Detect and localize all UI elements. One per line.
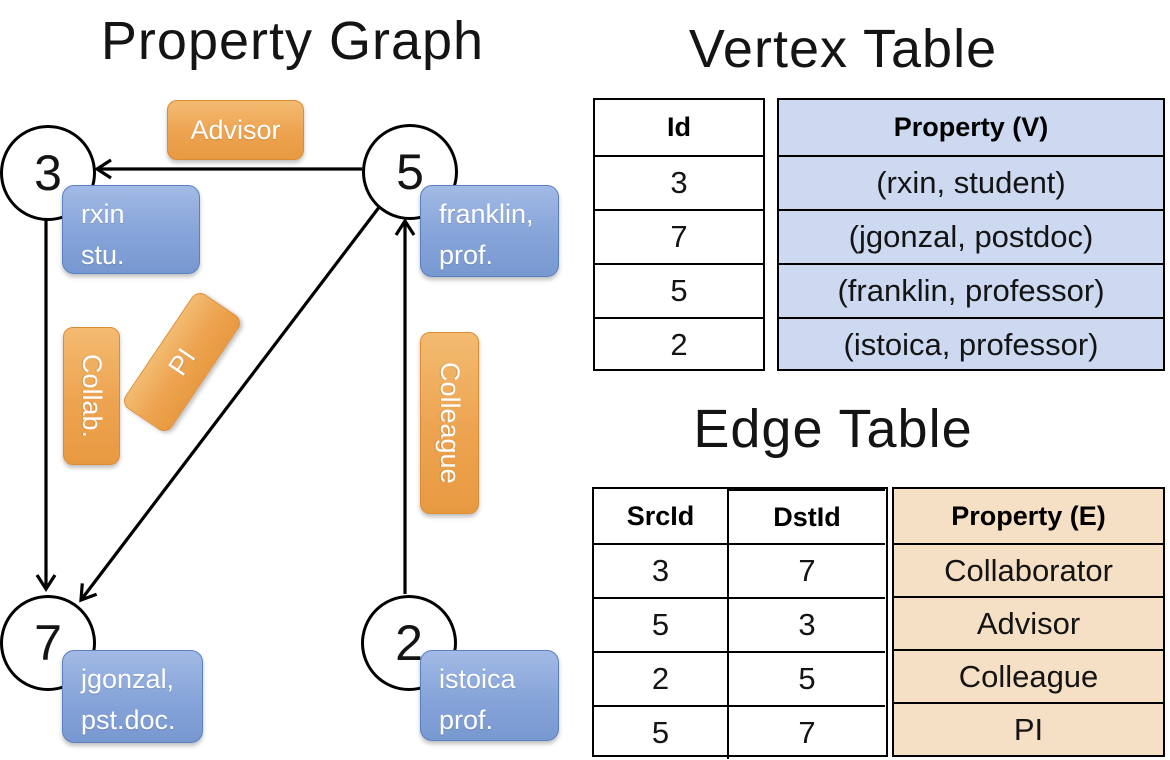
node-property-box-3: rxin stu. <box>62 185 200 274</box>
node-property-box-5: franklin, prof. <box>420 185 559 277</box>
node-id: 5 <box>396 144 424 200</box>
table-cell: Advisor <box>894 596 1163 649</box>
graph-node-3: 3 <box>0 125 96 221</box>
column-header-property-e: Property (E) <box>951 500 1106 531</box>
edge-table-title: Edge Table <box>693 399 973 459</box>
property-line: franklin, <box>439 199 534 229</box>
edge-label-pi: PI <box>120 289 244 435</box>
table-cell: 3 <box>727 597 885 651</box>
edge-label-collab: Collab. <box>63 327 120 465</box>
table-cell: PI <box>894 702 1163 755</box>
table-cell: 5 <box>595 263 763 317</box>
graph-title: Property Graph <box>100 11 485 71</box>
table-cell: 5 <box>727 651 885 705</box>
table-cell: 7 <box>727 543 885 597</box>
column-header-dstid: DstId <box>727 489 885 543</box>
edge-table-id-columns: SrcId DstId 3 7 5 3 2 5 5 7 <box>592 487 888 759</box>
column-header-id: Id <box>667 112 691 142</box>
edge-table-property-column: Property (E) Collaborator Advisor Collea… <box>892 487 1165 757</box>
table-cell: 2 <box>595 317 763 371</box>
table-cell: 7 <box>727 705 885 759</box>
table-cell: (franklin, professor) <box>779 263 1163 317</box>
table-cell: Collaborator <box>894 543 1163 596</box>
table-cell: Colleague <box>894 649 1163 702</box>
table-cell: (jgonzal, postdoc) <box>779 209 1163 263</box>
edge-label-advisor: Advisor <box>167 100 304 160</box>
property-line: istoica <box>439 664 516 694</box>
property-line: stu. <box>81 239 125 270</box>
vertex-table-property-column: Property (V) (rxin, student) (jgonzal, p… <box>777 98 1165 371</box>
table-cell: 7 <box>595 209 763 263</box>
node-property-box-2: istoica prof. <box>420 650 559 741</box>
node-id: 3 <box>34 145 62 201</box>
edge-label-colleague: Colleague <box>420 332 479 514</box>
node-property-box-7: jgonzal, pst.doc. <box>62 650 203 743</box>
table-cell: (istoica, professor) <box>779 317 1163 371</box>
property-line: rxin <box>81 199 125 229</box>
property-line: prof. <box>439 704 494 735</box>
table-cell: 5 <box>594 597 727 651</box>
column-header-property-v: Property (V) <box>893 112 1049 142</box>
column-header-srcid: SrcId <box>626 500 695 531</box>
property-line: prof. <box>439 239 494 270</box>
vertex-table-id-column: Id 3 7 5 2 <box>593 98 765 371</box>
node-id: 7 <box>34 615 62 671</box>
graph-node-5: 5 <box>362 124 458 220</box>
table-cell: (rxin, student) <box>779 155 1163 209</box>
node-id: 2 <box>395 615 423 671</box>
property-line: jgonzal, <box>81 664 175 694</box>
table-cell: 5 <box>594 705 727 759</box>
vertex-table-title: Vertex Table <box>688 19 998 79</box>
table-cell: 3 <box>594 543 727 597</box>
property-line: pst.doc. <box>81 704 176 735</box>
table-cell: 3 <box>595 155 763 209</box>
table-cell: 2 <box>594 651 727 705</box>
